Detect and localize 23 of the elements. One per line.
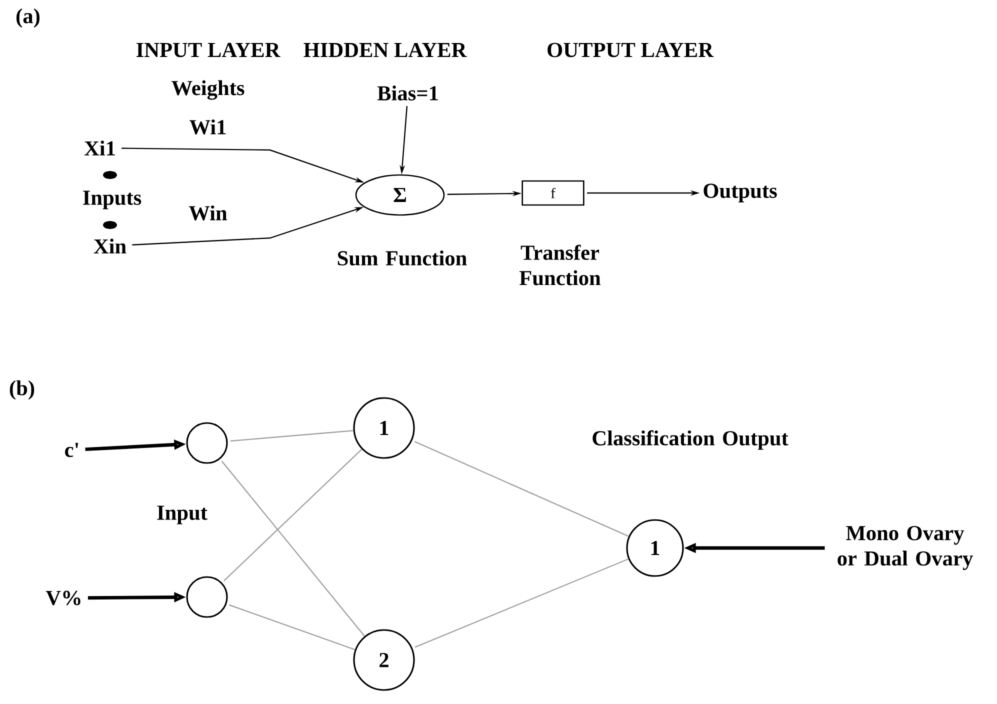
- input-label: c': [65, 442, 78, 458]
- output-label: Mono Ovary or Dual Ovary: [838, 526, 973, 570]
- bias-label: Bias=1: [377, 86, 438, 100]
- input-label: Xin: [94, 238, 126, 254]
- node-caption: Sum Function: [338, 250, 467, 266]
- transfer-box: f: [522, 180, 584, 206]
- text-label: (a): [16, 8, 40, 28]
- node-caption: Classification Output: [592, 430, 788, 450]
- text-label: Inputs: [83, 190, 142, 210]
- node-caption: Transfer Function: [519, 244, 601, 286]
- text-label: INPUT LAYER: [136, 42, 280, 58]
- text-label: OUTPUT LAYER: [548, 42, 714, 58]
- edge-label: Win: [188, 205, 228, 221]
- text-label: (b): [10, 380, 34, 400]
- edge-label: Wi1: [190, 119, 226, 135]
- neuron-circle: [186, 576, 228, 618]
- text-label: HIDDEN LAYER: [304, 42, 467, 58]
- text-label: Weights: [172, 80, 244, 100]
- input-label: Outputs: [704, 184, 777, 202]
- input-label: V%: [46, 590, 80, 606]
- neuron-circle: [186, 422, 228, 464]
- text-label: Input: [157, 506, 208, 524]
- input-label: Xi1: [84, 140, 115, 156]
